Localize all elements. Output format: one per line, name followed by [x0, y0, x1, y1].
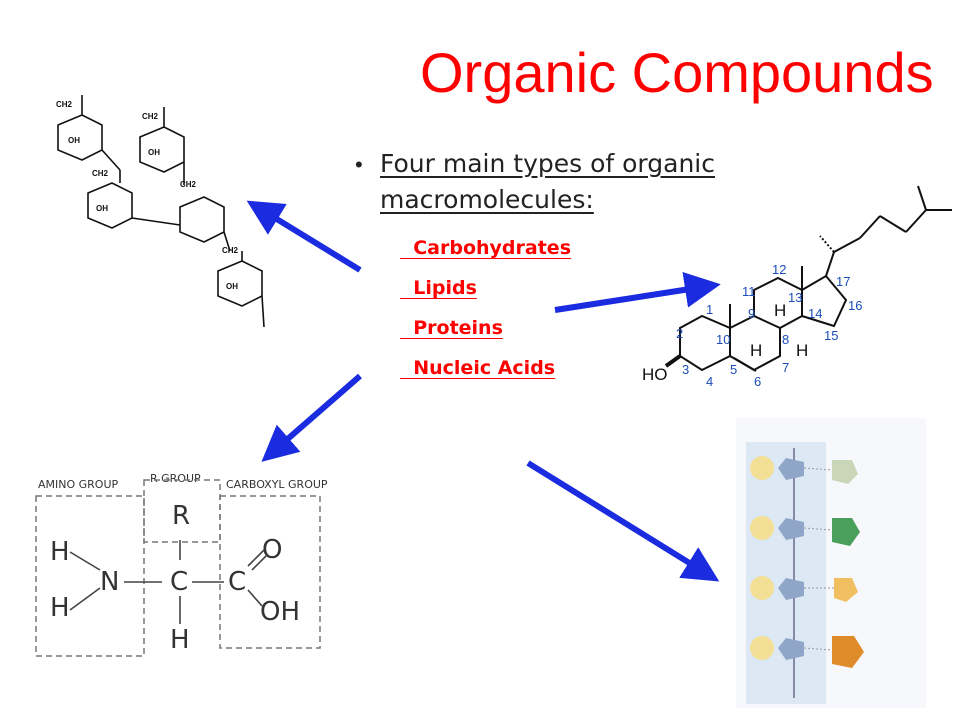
h-atom: H — [170, 625, 190, 655]
backbone-band — [746, 442, 826, 704]
list-item-carbohydrates: Carbohydrates — [400, 237, 571, 259]
carbohydrate-structure: CH2 CH2 CH2 CH2 CH2 OH OH OH OH — [56, 95, 265, 328]
carbon-number: 8 — [782, 332, 789, 347]
oh-label: OH — [68, 136, 80, 145]
carbon-number: 11 — [742, 284, 756, 299]
h-label: H — [750, 341, 762, 360]
arrow-to-protein — [261, 373, 362, 462]
ch2-label: CH2 — [56, 100, 73, 109]
h-label: H — [774, 301, 786, 320]
list-item-nucleic-acids: Nucleic Acids — [400, 357, 556, 379]
carbon-number: 3 — [682, 362, 689, 377]
o-atom: O — [262, 535, 282, 565]
r-group-label: R GROUP — [150, 472, 201, 485]
r-atom: R — [172, 501, 190, 531]
bullet-text: Four main types of organic macromolecule… — [380, 149, 715, 214]
bullet-dot-icon: • — [355, 152, 363, 177]
carbon-number: 14 — [808, 306, 822, 321]
amino-group-box — [35, 495, 145, 657]
ch2-label: CH2 — [92, 169, 109, 178]
amino-acid-structure: AMINO GROUP R GROUP CARBOXYL GROUP R N C… — [35, 472, 328, 657]
c-carboxyl-atom: C — [228, 567, 246, 597]
c-alpha-atom: C — [170, 567, 188, 597]
oh-label: OH — [148, 148, 160, 157]
nucleic-acid-diagram — [736, 418, 926, 708]
carbon-number: 7 — [782, 360, 789, 375]
carbon-number: 5 — [730, 362, 737, 377]
carbon-number: 1 — [706, 302, 713, 317]
ho-label: HO — [642, 365, 668, 384]
oh-label: OH — [226, 282, 238, 291]
n-atom: N — [100, 567, 119, 597]
carbon-number: 10 — [716, 332, 730, 347]
carbon-number: 15 — [824, 328, 838, 343]
amino-group-label: AMINO GROUP — [38, 478, 119, 491]
oh-group: OH — [260, 597, 300, 627]
r-group-box — [143, 479, 221, 543]
carbon-number: 13 — [788, 290, 802, 305]
ch2-label: CH2 — [222, 246, 239, 255]
h-atom: H — [50, 593, 70, 623]
ch2-label: CH2 — [180, 180, 197, 189]
carbon-number: 4 — [706, 374, 713, 389]
carboxyl-group-label: CARBOXYL GROUP — [226, 478, 328, 491]
carbon-number: 17 — [836, 274, 850, 289]
h-label: H — [796, 341, 808, 360]
h-atom: H — [50, 537, 70, 567]
list-item-lipids: Lipids — [400, 277, 477, 299]
oh-label: OH — [96, 204, 108, 213]
carboxyl-group-box — [219, 495, 321, 649]
arrow-to-nucleic-acid — [526, 460, 720, 582]
carbon-number: 12 — [772, 262, 786, 277]
macromolecule-list: Carbohydrates Lipids Proteins Nucleic Ac… — [400, 228, 680, 388]
main-bullet: • Four main types of organic macromolecu… — [355, 146, 795, 218]
carbon-number: 2 — [676, 326, 683, 341]
slide-title: Organic Compounds — [420, 41, 934, 104]
carbon-number: 6 — [754, 374, 761, 389]
steroid-structure: HO H H H 1 2 3 4 5 6 7 8 9 10 11 12 13 1… — [642, 185, 952, 389]
ch2-label: CH2 — [142, 112, 159, 121]
list-item-proteins: Proteins — [400, 317, 503, 339]
carbon-number: 9 — [748, 306, 755, 321]
carbon-number: 16 — [848, 298, 862, 313]
